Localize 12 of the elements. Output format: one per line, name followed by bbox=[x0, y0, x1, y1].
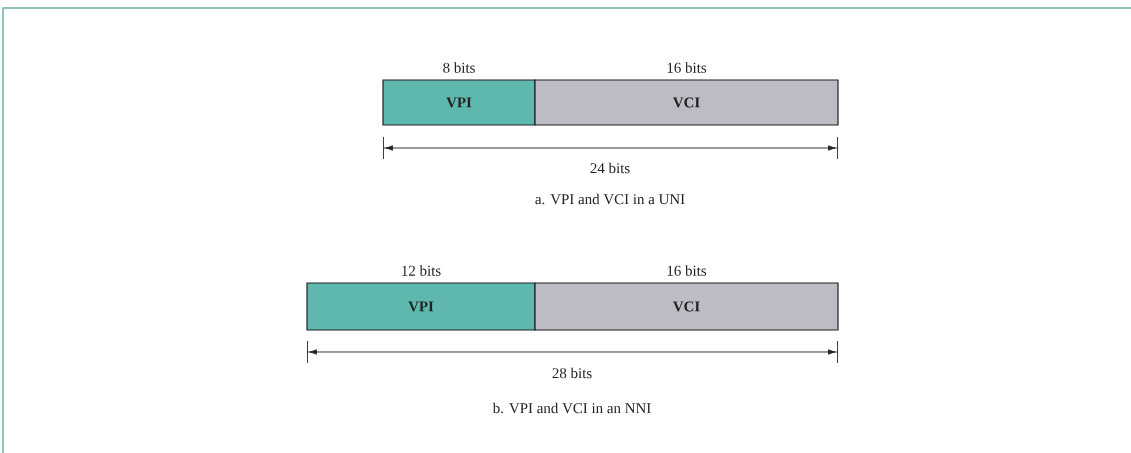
dimension-label: 24 bits bbox=[590, 162, 630, 174]
caption: a. VPI and VCI in a UNI bbox=[535, 193, 685, 205]
field-box: VPI bbox=[382, 79, 536, 126]
field-box: VCI bbox=[534, 79, 839, 126]
bit-width-label: 8 bits bbox=[443, 62, 475, 73]
field-box: VPI bbox=[306, 282, 536, 331]
bit-width-label: 12 bits bbox=[402, 265, 441, 276]
dimension-label: 28 bits bbox=[552, 367, 592, 379]
bit-width-label: 16 bits bbox=[667, 265, 707, 276]
bit-width-label: 16 bits bbox=[667, 62, 707, 73]
field-box: VCI bbox=[534, 282, 839, 331]
caption: b. VPI and VCI in an NNI bbox=[492, 402, 651, 414]
